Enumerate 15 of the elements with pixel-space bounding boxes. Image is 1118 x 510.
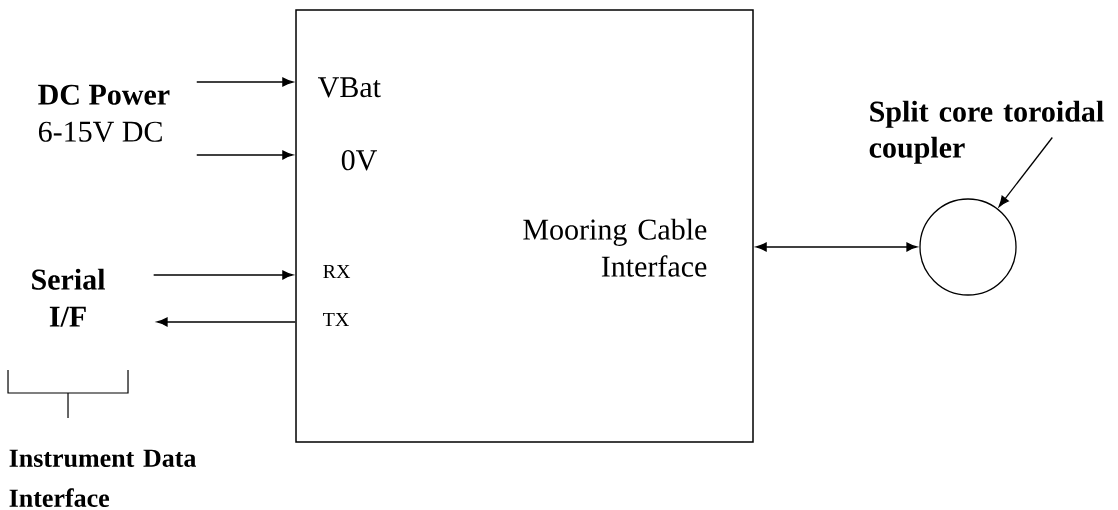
arrow [755, 242, 918, 252]
coupler-circle [919, 198, 1017, 296]
input-label: Serial I/F [32, 268, 105, 327]
leader-arrow [998, 136, 1053, 207]
port-label: VBat [318, 77, 381, 98]
input-label: DC Power 6-15V DC [38, 84, 170, 142]
arrow [156, 317, 296, 327]
port-label: TX [323, 312, 349, 326]
port-label: 0V [341, 150, 377, 171]
callout-text: Split core toroidal coupler [869, 100, 1104, 164]
bracket-label: Instrument Data Interface [9, 449, 196, 507]
arrow [196, 77, 294, 87]
arrow [153, 270, 294, 280]
arrow [196, 150, 294, 160]
port-label: RX [323, 264, 351, 278]
